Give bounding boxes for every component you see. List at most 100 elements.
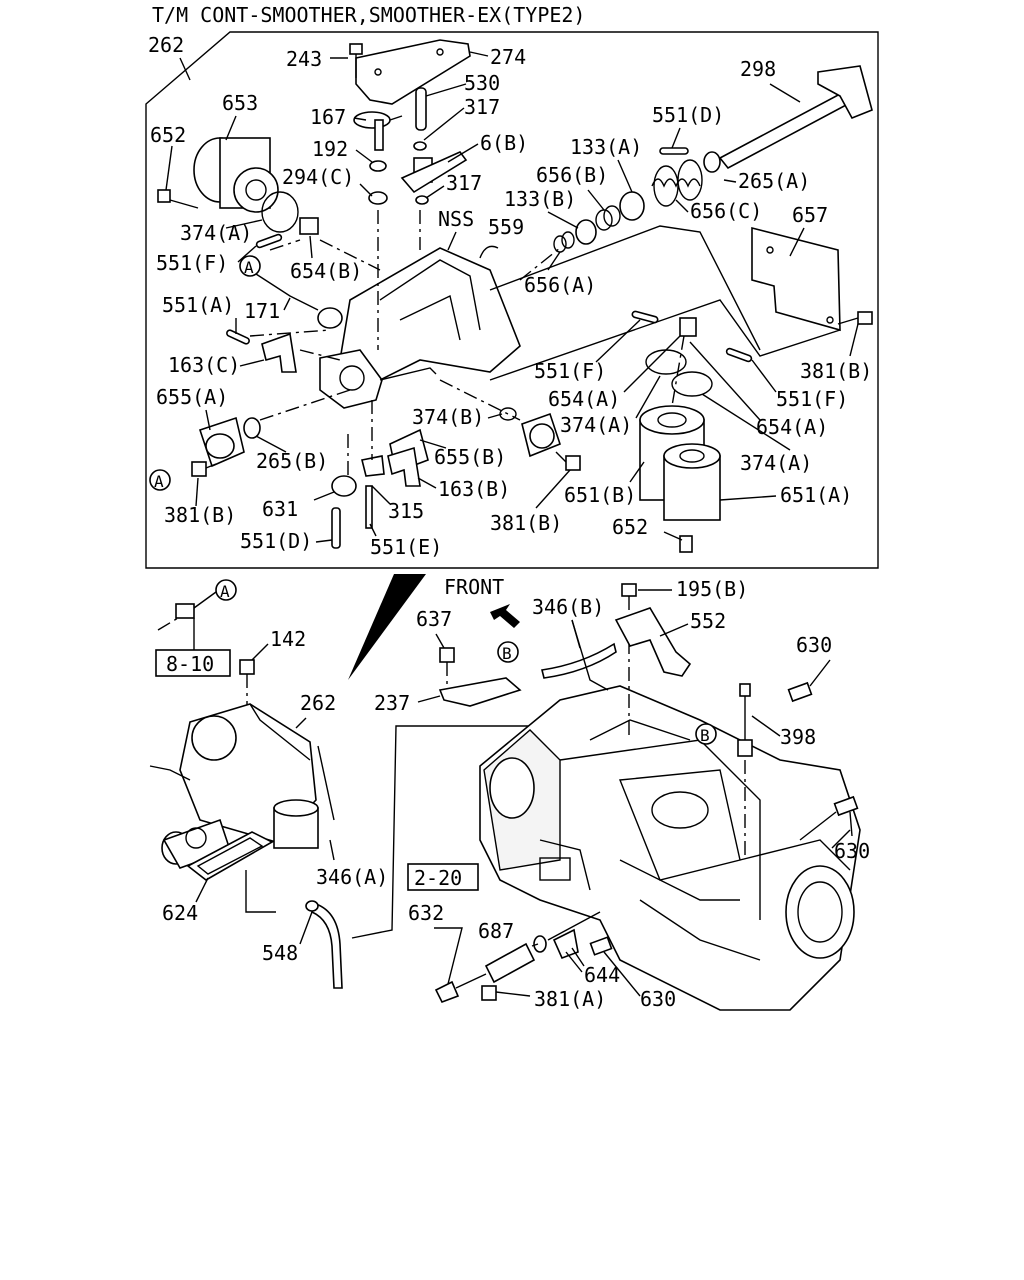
pin-551a — [226, 329, 250, 345]
ref-box-2-20[interactable] — [407, 863, 479, 891]
bracket-644 — [552, 928, 579, 960]
bolt-195b — [621, 583, 637, 740]
pin-551f-right — [725, 347, 753, 363]
ref-box-2-20-label: 2-20 — [414, 866, 462, 890]
svg-text:A: A — [220, 582, 230, 601]
connector-plug — [157, 591, 217, 631]
callout-644: 644 — [584, 963, 620, 987]
bolt-381a — [481, 985, 531, 1001]
callout-637: 637 — [416, 607, 452, 631]
callout-551f-b: 551(F) — [534, 359, 606, 383]
ring-317-b — [415, 195, 429, 205]
callout-315: 315 — [388, 499, 424, 523]
callout-655a: 655(A) — [156, 385, 228, 409]
callout-551f-a: 551(F) — [156, 251, 228, 275]
cap-631 — [331, 475, 357, 497]
spring-656b — [595, 205, 621, 231]
callout-631: 631 — [262, 497, 298, 521]
callout-630-b: 630 — [834, 839, 870, 863]
marker-b-2: B — [695, 723, 717, 745]
callout-651b: 651(B) — [564, 483, 636, 507]
callout-195b: 195(B) — [676, 577, 748, 601]
callout-374a-b: 374(A) — [560, 413, 632, 437]
callout-653: 653 — [222, 91, 258, 115]
hose-346b — [541, 642, 617, 679]
callout-142: 142 — [270, 627, 306, 651]
callout-530: 530 — [464, 71, 500, 95]
bracket-237 — [417, 677, 522, 707]
front-label: FRONT — [444, 575, 504, 599]
ref-box-8-10-label: 8-10 — [166, 652, 214, 676]
leader-624 — [195, 877, 209, 903]
callout-265a: 265(A) — [738, 169, 810, 193]
callout-374b: 374(B) — [412, 405, 484, 429]
callout-630-c: 630 — [640, 987, 676, 1011]
svg-text:B: B — [502, 644, 512, 663]
marker-a-1: A — [239, 255, 261, 277]
callout-551f-c: 551(F) — [776, 387, 848, 411]
callout-657: 657 — [792, 203, 828, 227]
callout-381a: 381(A) — [534, 987, 606, 1011]
solenoid-651a — [663, 443, 721, 521]
callout-317-a: 317 — [464, 95, 500, 119]
fitting-630-top — [787, 659, 831, 703]
ring-265b — [243, 417, 261, 439]
cover-plate-274 — [355, 39, 489, 105]
callout-398: 398 — [780, 725, 816, 749]
bolt-381b-left — [191, 461, 217, 477]
svg-text:B: B — [700, 726, 710, 745]
lever-6b — [400, 151, 468, 194]
callout-374a-c: 374(A) — [740, 451, 812, 475]
o-ring-374a-right — [671, 371, 713, 397]
bracket-552 — [614, 607, 692, 677]
callout-163b: 163(B) — [438, 477, 510, 501]
ring-294c — [368, 191, 388, 205]
callout-192: 192 — [312, 137, 348, 161]
solenoid-655a — [198, 416, 245, 468]
callout-632: 632 — [408, 901, 444, 925]
callout-243: 243 — [286, 47, 322, 71]
plate-624 — [186, 831, 274, 881]
callout-548: 548 — [262, 941, 298, 965]
callout-652-b: 652 — [612, 515, 648, 539]
view-pointer-wedge — [348, 574, 426, 680]
pin-551d-top — [659, 147, 689, 155]
callout-262-top: 262 — [148, 33, 184, 57]
callout-262-bottom: 262 — [300, 691, 336, 715]
assembly-lines-upper — [249, 210, 841, 476]
callout-624: 624 — [162, 901, 198, 925]
callout-654a-b: 654(A) — [756, 415, 828, 439]
solenoid-653 — [193, 137, 299, 233]
o-ring-374b — [499, 407, 517, 421]
fork-163b — [387, 446, 421, 487]
callout-133b: 133(B) — [504, 187, 576, 211]
callout-552: 552 — [690, 609, 726, 633]
callout-630-a: 630 — [796, 633, 832, 657]
valve-body-nss — [319, 247, 521, 409]
bolt-637 — [439, 647, 455, 692]
callout-6b: 6(B) — [480, 131, 528, 155]
hose-346a — [310, 903, 343, 989]
sensor-171 — [255, 273, 343, 329]
pin-551d-bottom — [331, 507, 341, 549]
sensor-632 — [434, 927, 487, 1004]
callout-654a-a: 654(A) — [548, 387, 620, 411]
callout-274: 274 — [490, 45, 526, 69]
marker-a-2: A — [149, 469, 171, 491]
o-ring-374a — [261, 191, 299, 233]
front-arrow-icon — [490, 604, 520, 628]
fitting-630-bottom — [589, 936, 641, 997]
callout-346b: 346(B) — [532, 595, 604, 619]
callout-381b-c: 381(B) — [490, 511, 562, 535]
bolt-243 — [330, 43, 363, 78]
callout-551e: 551(E) — [370, 535, 442, 559]
callout-654b: 654(B) — [290, 259, 362, 283]
clip-548 — [305, 900, 319, 912]
callout-133a: 133(A) — [570, 135, 642, 159]
leader-262-top — [179, 57, 191, 81]
detail-frame — [145, 31, 879, 569]
ref-box-8-10[interactable] — [155, 649, 231, 677]
diagram-title: T/M CONT-SMOOTHER,SMOOTHER-EX(TYPE2) — [152, 3, 585, 27]
ring-192 — [369, 160, 387, 172]
